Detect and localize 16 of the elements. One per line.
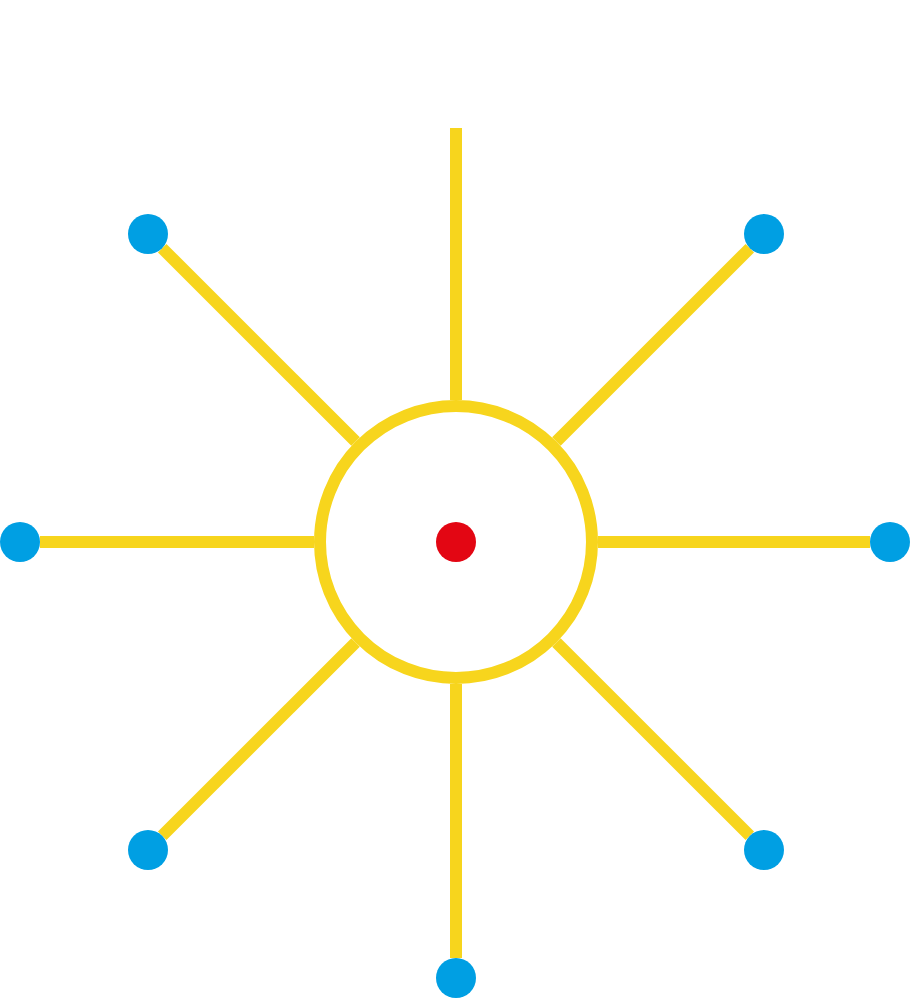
spoke-line (552, 638, 755, 841)
end-dot (128, 214, 168, 254)
end-dot (436, 958, 476, 998)
spoke-line (552, 243, 755, 446)
end-dot (744, 214, 784, 254)
spoke-line (157, 638, 360, 841)
spoke-line (40, 536, 314, 548)
spoke-line (598, 536, 870, 548)
center-dot (436, 522, 476, 562)
end-dot (0, 522, 40, 562)
spoke-line (450, 684, 462, 958)
end-dot (870, 522, 910, 562)
end-dot (128, 830, 168, 870)
spoke-line (157, 243, 360, 446)
end-dot (744, 830, 784, 870)
spoke-line (450, 128, 462, 400)
